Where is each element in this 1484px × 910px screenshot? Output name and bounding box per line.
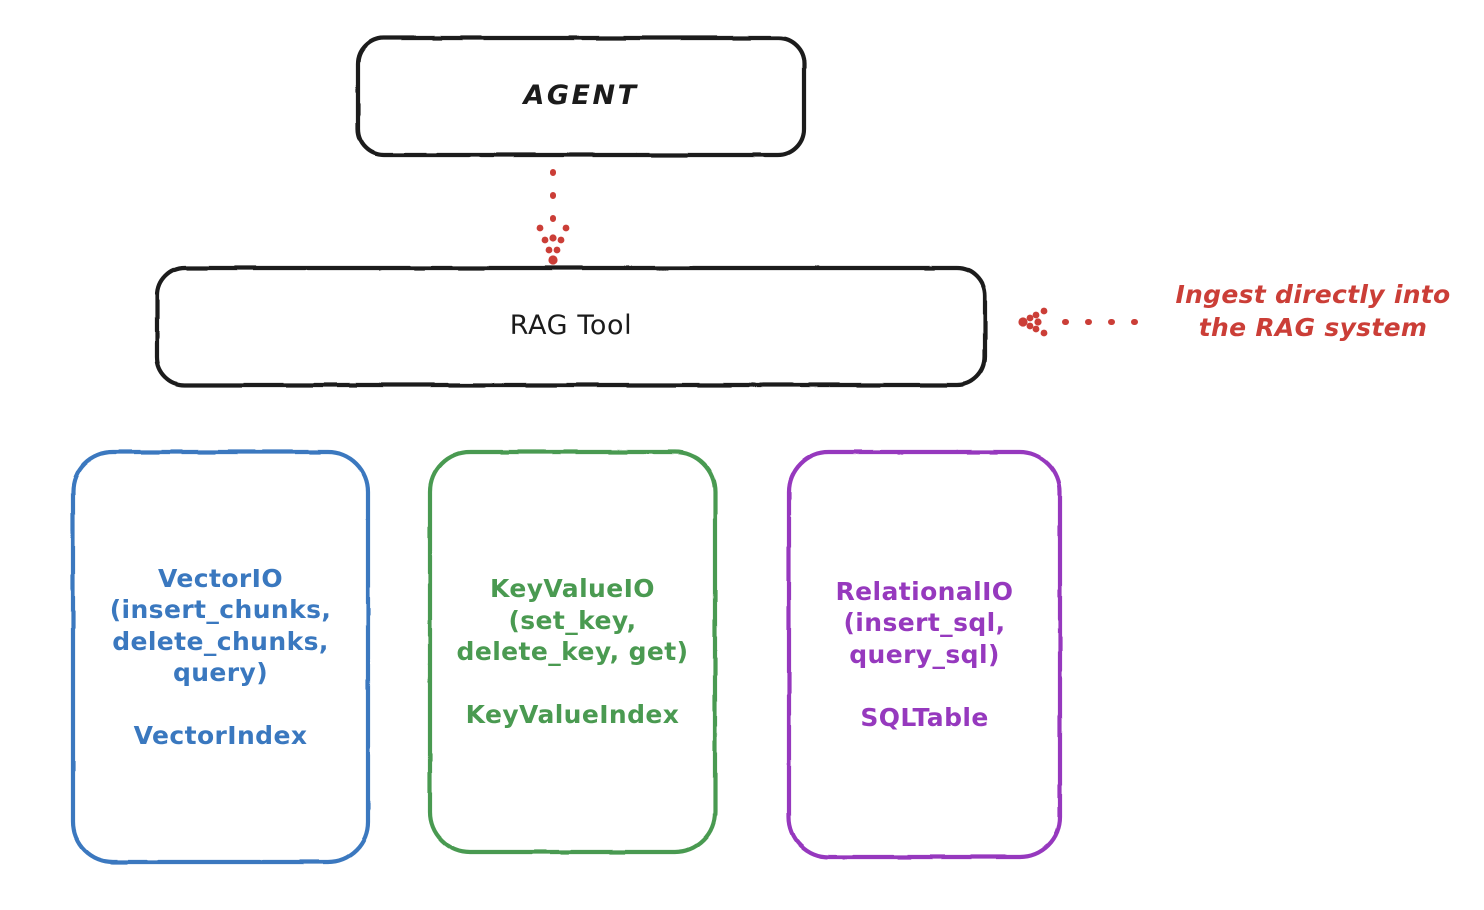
vector-io-label: VectorIO (insert_chunks, delete_chunks, … [109, 563, 332, 751]
ingest-to-rag-tool-connector [1018, 307, 1138, 337]
vector-io-box[interactable]: VectorIO (insert_chunks, delete_chunks, … [73, 452, 368, 862]
agent-box[interactable]: AGENT [358, 38, 804, 155]
relational-io-label: RelationalIO (insert_sql, query_sql) SQL… [835, 576, 1014, 732]
ingest-annotation-text: Ingest directly into the RAG system [1175, 280, 1451, 342]
key-value-io-label: KeyValueIO (set_key, delete_key, get) Ke… [456, 574, 689, 730]
agent-label: AGENT [523, 80, 639, 112]
rag-tool-box[interactable]: RAG Tool [157, 268, 985, 385]
rag-tool-label: RAG Tool [509, 310, 633, 342]
agent-to-rag-tool-connector [536, 169, 570, 265]
key-value-io-box[interactable]: KeyValueIO (set_key, delete_key, get) Ke… [430, 452, 715, 852]
relational-io-box[interactable]: RelationalIO (insert_sql, query_sql) SQL… [789, 452, 1060, 857]
